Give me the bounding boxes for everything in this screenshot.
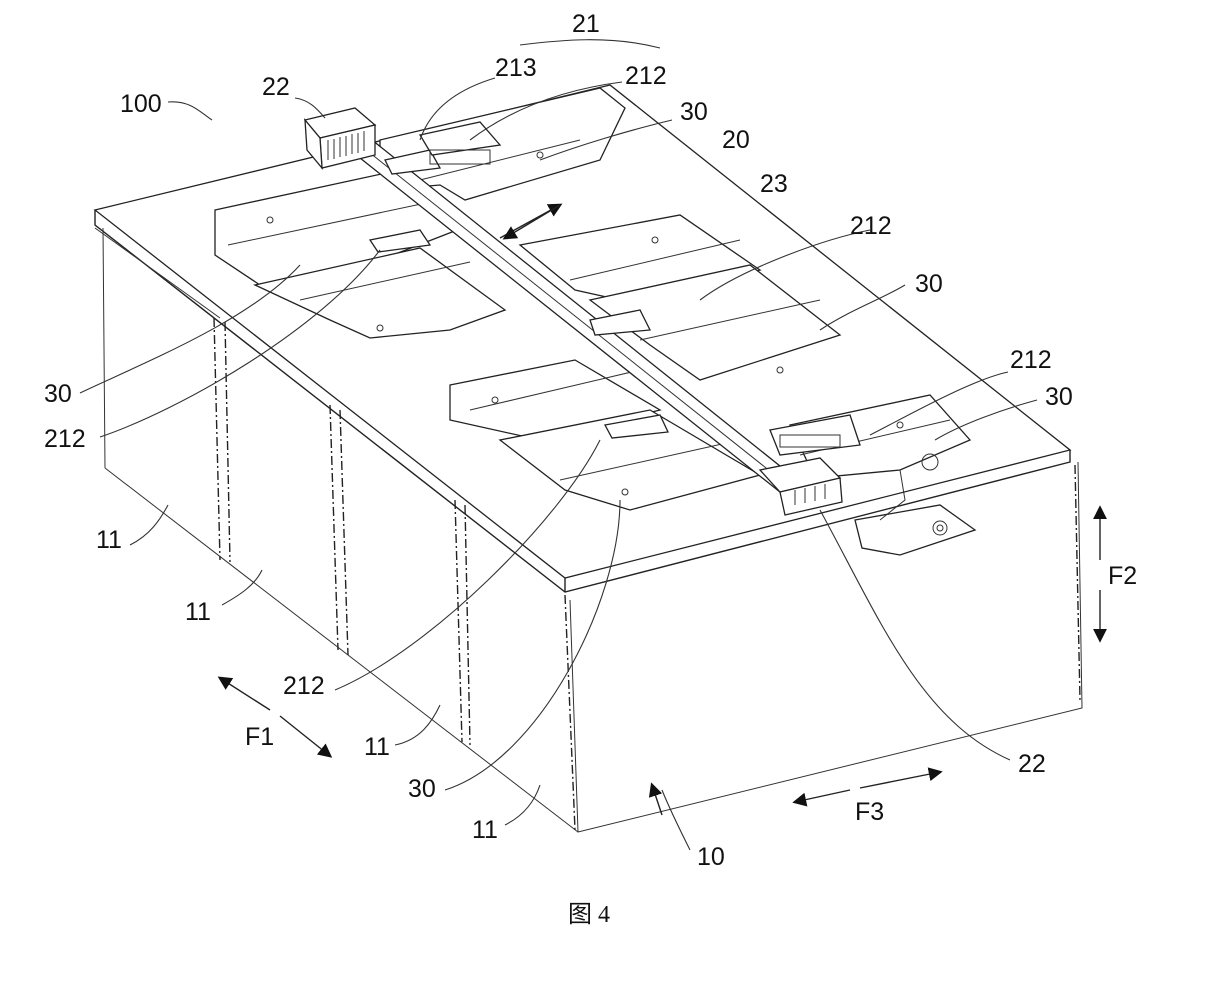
label-22-top: 22 [262, 73, 290, 101]
label-100: 100 [120, 90, 162, 118]
label-23: 23 [760, 170, 788, 198]
label-213: 213 [495, 54, 537, 82]
label-21: 21 [572, 10, 600, 38]
label-10: 10 [697, 843, 725, 871]
label-20: 20 [722, 126, 750, 154]
label-212-right: 212 [850, 212, 892, 240]
label-30-bottom: 30 [408, 775, 436, 803]
label-30-left: 30 [44, 380, 72, 408]
label-30-top: 30 [680, 98, 708, 126]
figure-caption: 图 4 [568, 902, 610, 928]
label-212-bottom: 212 [283, 672, 325, 700]
label-212-top: 212 [625, 62, 667, 90]
label-11-c: 11 [364, 733, 390, 761]
label-30-right: 30 [915, 270, 943, 298]
label-11-a: 11 [96, 526, 122, 554]
label-30-far-right: 30 [1045, 383, 1073, 411]
label-212-left: 212 [44, 425, 86, 453]
label-F1: F1 [245, 723, 274, 751]
label-212-mid-right: 212 [1010, 346, 1052, 374]
label-11-b: 11 [185, 598, 211, 626]
label-F3: F3 [855, 798, 884, 826]
label-11-d: 11 [472, 816, 498, 844]
label-F2: F2 [1108, 562, 1137, 590]
label-22-bottom: 22 [1018, 750, 1046, 778]
